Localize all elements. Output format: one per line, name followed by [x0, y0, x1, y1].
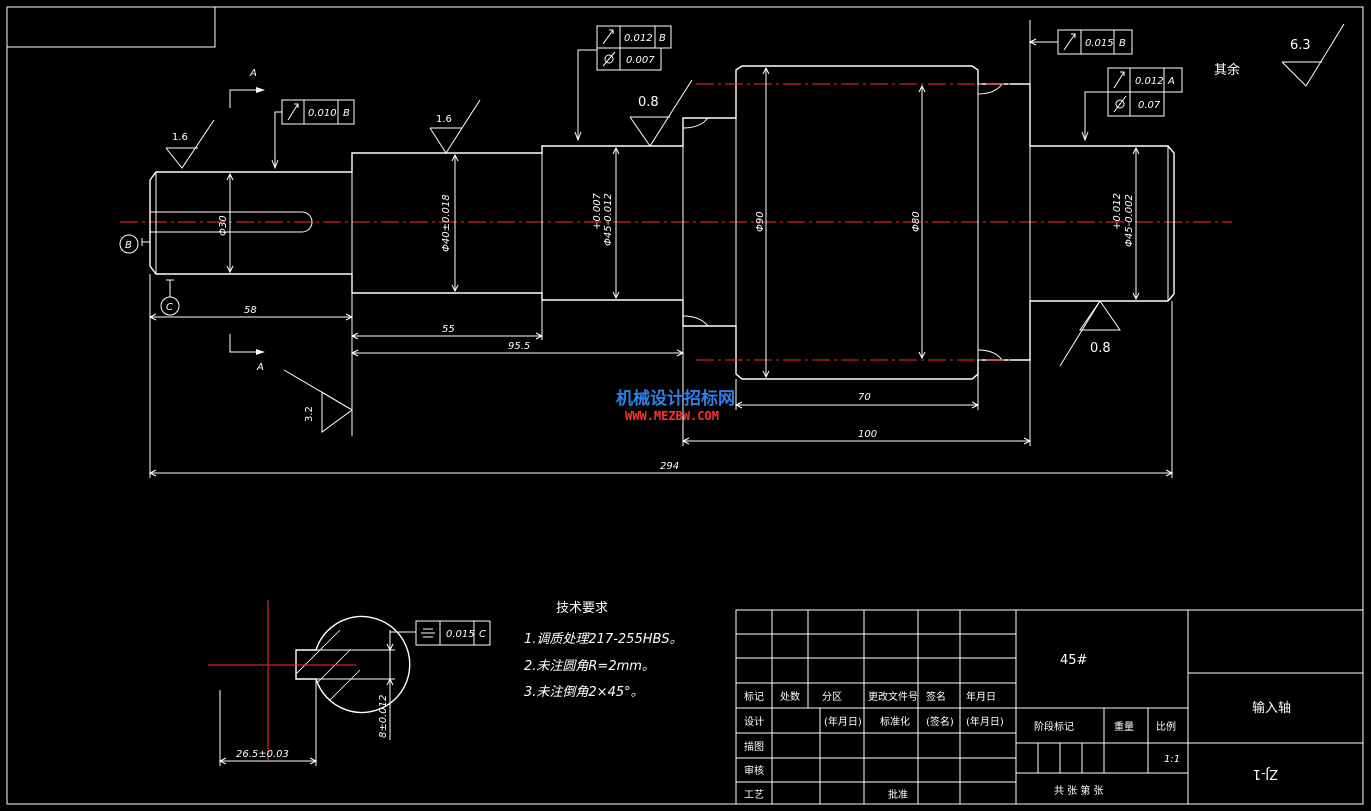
dim-58: 58: [244, 305, 257, 316]
scale-label: 比例: [1156, 720, 1176, 733]
tech-req-item-3: 3.未注倒角2×45°。: [524, 685, 644, 700]
svg-text:1.6: 1.6: [172, 132, 188, 143]
datum-b: B: [119, 234, 150, 254]
svg-text:机械设计招标网: 机械设计招标网: [616, 388, 735, 409]
datum-b-label: B: [125, 240, 132, 251]
weight-label: 重量: [1114, 720, 1134, 733]
svg-text:0.8: 0.8: [1090, 341, 1111, 356]
svg-text:0.012: 0.012: [1135, 76, 1164, 87]
sheet-count: 共 张 第 张: [1054, 784, 1104, 797]
tech-req-title: 技术要求: [556, 601, 608, 616]
corner-box: [7, 7, 216, 48]
header-change-doc: 更改文件号: [868, 690, 918, 703]
symmetry-tol-datum: C: [479, 629, 486, 640]
diameter-dimensions: Φ30 Φ40±0.018 Φ45-0.012 +0.007 Φ90 Φ80 Φ…: [218, 66, 1140, 379]
svg-text:WWW.MEZBW.COM: WWW.MEZBW.COM: [625, 409, 719, 423]
datum-c-label: C: [166, 302, 173, 313]
row-design-date: (年月日): [824, 715, 862, 728]
length-dimensions: 58 55 95.5 70 100 294: [148, 274, 1174, 478]
header-signature: 签名: [926, 690, 946, 703]
tolerance-frame-3: 0.015 B: [1028, 29, 1133, 55]
dim-d45b: Φ45-0.002: [1124, 194, 1135, 247]
dim-d30: Φ30: [218, 215, 229, 236]
surface-finish-3: 0.8: [629, 79, 693, 147]
header-count: 处数: [780, 690, 800, 703]
dim-d40: Φ40±0.018: [441, 194, 452, 252]
drawing-number: ZJ-1: [1253, 766, 1278, 781]
scale-value: 1:1: [1164, 754, 1180, 765]
dim-d45a: Φ45-0.012: [603, 193, 614, 246]
row-design: 设计: [744, 715, 764, 728]
header-zone: 分区: [822, 691, 842, 703]
shaft-outline: [149, 20, 1175, 446]
row-drafting: 描图: [744, 740, 764, 753]
surface-finish-5: 3.2: [283, 369, 353, 433]
surface-finish-2: 1.6: [429, 99, 481, 154]
header-mark: 标记: [744, 691, 764, 703]
surface-finish-4: 0.8: [1059, 300, 1121, 367]
tolerance-frame-4: 0.012 A 0.07: [1081, 67, 1183, 142]
dim-100: 100: [858, 429, 877, 440]
svg-text:0.07: 0.07: [1138, 100, 1161, 111]
dim-70: 70: [858, 392, 871, 403]
row-date: (年月日): [966, 715, 1004, 728]
svg-text:0.007: 0.007: [626, 55, 655, 66]
svg-text:A: A: [1167, 76, 1175, 87]
svg-text:0.010: 0.010: [308, 108, 337, 119]
tech-req-item-1: 1.调质处理217-255HBS。: [524, 632, 683, 647]
svg-text:B: B: [659, 33, 666, 44]
row-process: 工艺: [744, 789, 764, 801]
section-a-bottom: A: [256, 362, 264, 373]
stage-mark: 阶段标记: [1034, 720, 1074, 733]
section-a-top: A: [249, 68, 257, 79]
svg-text:1.6: 1.6: [436, 114, 452, 125]
svg-text:0.8: 0.8: [638, 95, 659, 110]
surface-finish-1: 1.6: [165, 119, 215, 169]
row-standardize: 标准化: [880, 715, 910, 728]
dim-95: 95.5: [508, 341, 530, 352]
general-finish-label: 其余: [1214, 62, 1240, 78]
section-view: 26.5±0.03 8±0.012 0.015 C: [208, 600, 491, 766]
dim-294: 294: [660, 461, 679, 472]
section-width-dim: 26.5±0.03: [236, 749, 289, 760]
svg-text:0.012: 0.012: [624, 33, 653, 44]
dim-55: 55: [442, 324, 455, 335]
material: 45#: [1060, 653, 1087, 668]
title-block: 45# 输入轴 ZJ-1 标记 处数 分区 更改文件号 签名 年月日 设计 (年…: [735, 609, 1364, 805]
row-approve: 批准: [888, 788, 908, 801]
dim-d80: Φ80: [911, 211, 922, 232]
svg-text:B: B: [343, 108, 350, 119]
tech-requirements: 技术要求 1.调质处理217-255HBS。 2.未注圆角R=2mm。 3.未注…: [524, 601, 683, 700]
general-finish-value: 6.3: [1290, 38, 1311, 53]
header-date: 年月日: [966, 690, 996, 703]
tech-req-item-2: 2.未注圆角R=2mm。: [524, 659, 655, 674]
row-review: 审核: [744, 764, 764, 777]
tolerance-frame-2: 0.012 B 0.007: [574, 25, 672, 142]
section-a-indicators: A A: [229, 68, 265, 373]
dim-d45a-tol: +0.007: [592, 192, 603, 230]
datum-c: C: [160, 279, 180, 316]
keyway-dim: 8±0.012: [378, 695, 389, 738]
svg-text:3.2: 3.2: [304, 406, 315, 422]
svg-text:0.015: 0.015: [1085, 38, 1114, 49]
dim-d90: Φ90: [755, 211, 766, 232]
svg-text:B: B: [1119, 38, 1126, 49]
dim-d45b-tol: +0.012: [1112, 193, 1123, 230]
surface-finish-general: 其余 6.3: [1214, 23, 1345, 87]
tolerance-frame-1: 0.010 B: [271, 99, 355, 170]
row-signature: (签名): [926, 715, 954, 728]
part-name: 输入轴: [1252, 700, 1291, 716]
drawing-border: [6, 6, 1364, 805]
symmetry-tol-value: 0.015: [446, 629, 475, 640]
watermark: 机械设计招标网 WWW.MEZBW.COM: [616, 388, 735, 423]
